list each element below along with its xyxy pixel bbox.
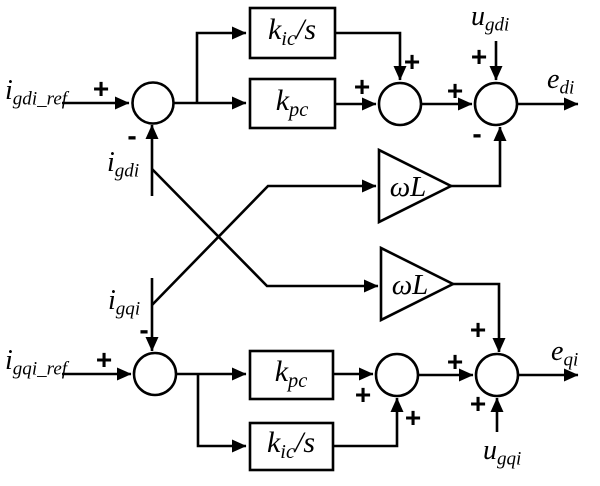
gain-wl-d — [377, 147, 454, 225]
label-igqi: igqi — [108, 285, 141, 320]
block-kpc-q — [248, 349, 335, 401]
label-block-kic-d: kic/s — [267, 13, 317, 50]
sign-d-fb-minus: - — [127, 120, 137, 151]
label-block-kpc-q: kpc — [274, 355, 308, 392]
block-kic-d — [248, 6, 337, 60]
sign-q-wl-plus: + — [469, 314, 487, 345]
label-block-kpc-d: kpc — [275, 84, 309, 121]
label-edi: edi — [547, 64, 575, 99]
sign-d-ref-plus: + — [92, 73, 110, 104]
wire-igdi-cross-to-wl — [151, 168, 379, 293]
sum-junction-d-pi — [377, 81, 423, 127]
gain-wl-q — [379, 245, 456, 323]
sum-junction-q-pi — [374, 352, 420, 398]
label-ugdi: ugdi — [471, 1, 510, 36]
wire-wl-to-d-final — [451, 126, 507, 188]
sign-d-ff-plus: + — [470, 41, 488, 72]
wire-d-branch-to-kic — [195, 26, 247, 103]
sum-junction-d-error — [131, 81, 175, 125]
sign-q-ref-plus: + — [95, 344, 113, 375]
wire-q-kic-to-pisum — [333, 397, 404, 448]
sign-d-pi-plus: + — [446, 75, 464, 106]
block-kpc-d — [248, 77, 337, 130]
sign-d-kic-plus: + — [403, 46, 421, 77]
sign-q-fb-minus: - — [139, 314, 149, 345]
sign-q-kpc-plus: + — [354, 379, 372, 410]
sum-junction-q-error — [132, 351, 178, 397]
wire-q-branch-to-kic — [196, 374, 247, 453]
label-igdi: igdi — [107, 147, 140, 182]
label-igqi-ref: igqi_ref — [5, 345, 68, 380]
sign-d-wl-minus: - — [472, 118, 482, 149]
label-gain-wl-q: ωL — [391, 268, 429, 301]
wire-d-kic-to-pisum — [335, 31, 407, 81]
label-ugqi: ugqi — [483, 435, 522, 470]
sign-q-pi-plus: + — [446, 346, 464, 377]
label-gain-wl-d: ωL — [389, 170, 427, 203]
wire-igqi-cross-to-wl — [151, 179, 377, 306]
sum-junction-d-final — [473, 81, 519, 127]
sign-q-kic-plus: + — [404, 402, 422, 433]
block-kic-q — [248, 421, 335, 472]
label-eqi: eqi — [551, 336, 579, 371]
label-igdi-ref: igdi_ref — [5, 75, 68, 110]
sum-junction-q-final — [474, 352, 520, 398]
sign-q-ff-plus: + — [469, 388, 487, 419]
wire-wl-to-q-final — [453, 282, 506, 353]
sign-d-kpc-plus: + — [353, 71, 371, 102]
label-block-kic-q: kic/s — [266, 426, 316, 463]
